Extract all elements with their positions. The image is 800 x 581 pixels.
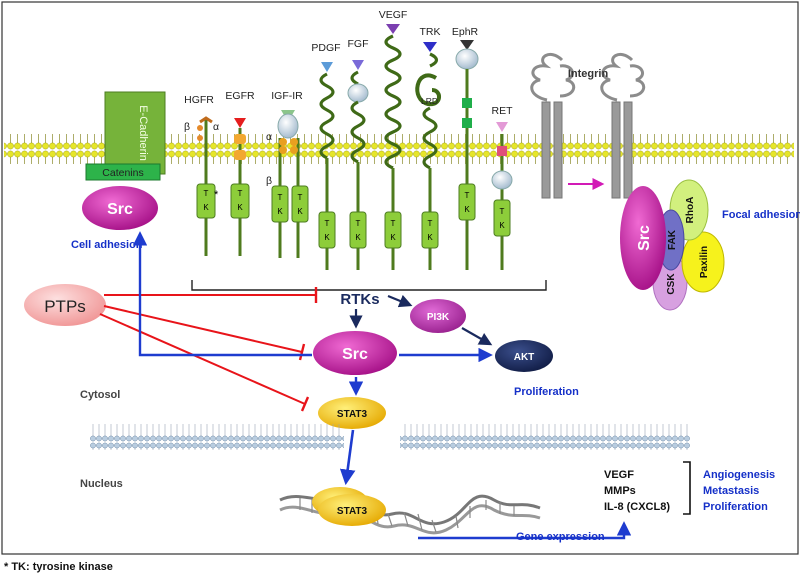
ephr-receptor: T K	[455, 40, 479, 270]
ret-tk-t: T	[500, 207, 505, 216]
csk-label: CSK	[666, 273, 677, 295]
ret-receptor: T K	[491, 122, 513, 270]
pdgf-label: PDGF	[311, 42, 340, 54]
paxilin-label: Paxilin	[699, 246, 710, 278]
fgf-receptor: T K	[347, 60, 369, 270]
e-cadherin-shape	[104, 91, 166, 175]
catenins-label: Catenins	[102, 167, 143, 179]
rtks-label: RTKs	[340, 291, 379, 308]
e-cadherin-label: E-Cadherin	[137, 105, 149, 161]
src-to-cell-adhesion-arrow	[132, 231, 312, 357]
fgf-tk-k: K	[355, 233, 361, 242]
rtks-to-pi3k-arrow	[387, 294, 413, 308]
stat3-nuclear-translocation-arrow	[339, 429, 356, 486]
fgf-label: FGF	[348, 38, 369, 50]
stat3-label: STAT3	[337, 409, 368, 420]
ptps-label: PTPs	[44, 297, 86, 316]
igf-beta: β	[266, 175, 272, 187]
target-gene-vegf: VEGF	[604, 469, 634, 481]
pi3k-node	[410, 299, 466, 333]
akt-node	[495, 340, 553, 372]
ret-label: RET	[492, 105, 514, 117]
tk-asterisk: *	[214, 189, 219, 201]
outcome-angiogenesis: Angiogenesis	[703, 469, 775, 481]
focal-adhesion-label: Focal adhesion	[722, 209, 800, 221]
target-gene-il8: IL-8 (CXCL8)	[604, 501, 670, 513]
pdgf-tk-t: T	[325, 219, 330, 228]
egfr-tk-k: K	[237, 203, 243, 212]
proliferation-label: Proliferation	[514, 386, 579, 398]
rtk-bracket	[191, 280, 547, 291]
igf-tk-k1: K	[277, 207, 283, 216]
hgfr-alpha: α	[213, 121, 219, 133]
egfr-tk-t: T	[238, 189, 243, 198]
outcome-metastasis: Metastasis	[703, 485, 759, 497]
ptps-node: PTPs	[24, 284, 106, 326]
egfr-receptor: T K	[230, 118, 250, 256]
integrin-receptor	[530, 53, 646, 199]
target-bracket	[683, 461, 691, 515]
ptps-inhibition	[99, 287, 318, 412]
figure-frame	[1, 1, 799, 555]
rhoa-label: RhoA	[685, 197, 696, 224]
footnote: * TK: tyrosine kinase	[4, 561, 113, 573]
gene-expression-arrow	[418, 521, 632, 540]
pi3k-to-akt-arrow	[461, 327, 493, 346]
cell-adhesion-label: Cell adhesion	[71, 239, 143, 251]
pdgf-tk-k: K	[324, 233, 330, 242]
hgfr-label: HGFR	[184, 94, 214, 106]
gene-expression-label: Gene expression	[516, 531, 605, 543]
catenins-shape	[85, 163, 161, 181]
src-cell-adhesion	[82, 186, 158, 230]
igf-tk-k2: K	[297, 207, 303, 216]
nuclear-membrane-right	[400, 424, 690, 450]
vegf-tk-t: T	[391, 219, 396, 228]
trk-tk-k: K	[427, 233, 433, 242]
trk-lrd-label: LRD	[421, 96, 438, 106]
ret-tk-k: K	[499, 221, 505, 230]
hgfr-tk-t: T	[204, 189, 209, 198]
fak-label: FAK	[667, 229, 678, 250]
focal-adhesion-complex: Src FAK RhoA Paxilin CSK	[620, 179, 725, 311]
trk-receptor: T K	[415, 42, 441, 270]
stat3-dimer-label: STAT3	[337, 506, 368, 517]
e-cadherin-complex: E-Cadherin Catenins Src	[82, 91, 166, 230]
trk-tk-t: T	[428, 219, 433, 228]
hgfr-tk-k: K	[203, 203, 209, 212]
nuclear-membrane-left	[90, 424, 344, 450]
vegf-receptor: T K	[384, 24, 402, 270]
egfr-label: EGFR	[225, 90, 255, 102]
igf-alpha: α	[266, 131, 272, 143]
ephr-tk-t: T	[465, 191, 470, 200]
src-cell-adhesion-label: Src	[107, 201, 133, 218]
igf-ir-receptor: T K T K	[271, 110, 309, 258]
vegf-label: VEGF	[379, 9, 408, 21]
hgfr-beta: β	[184, 121, 190, 133]
target-gene-mmps: MMPs	[604, 485, 636, 497]
pdgf-receptor: T K	[318, 62, 336, 270]
pi3k-label: PI3K	[427, 312, 450, 323]
ephr-label: EphR	[452, 26, 479, 38]
cytosol-label: Cytosol	[80, 389, 120, 401]
stat3-node	[318, 397, 386, 429]
focal-src-label: Src	[636, 225, 653, 251]
integrin-label: Integrin	[568, 68, 609, 80]
src-label: Src	[342, 346, 368, 363]
stat3-dimer-node	[318, 494, 386, 526]
outcome-proliferation: Proliferation	[703, 501, 768, 513]
akt-label: AKT	[514, 352, 535, 363]
igf-tk-t1: T	[278, 193, 283, 202]
vegf-tk-k: K	[390, 233, 396, 242]
hgfr-receptor: T K	[196, 116, 216, 256]
src-node	[313, 331, 397, 375]
trk-label: TRK	[420, 26, 441, 38]
nucleus-label: Nucleus	[80, 478, 123, 490]
igf-ir-label: IGF-IR	[271, 90, 303, 102]
ephr-tk-k: K	[464, 205, 470, 214]
fgf-tk-t: T	[356, 219, 361, 228]
igf-tk-t2: T	[298, 193, 303, 202]
